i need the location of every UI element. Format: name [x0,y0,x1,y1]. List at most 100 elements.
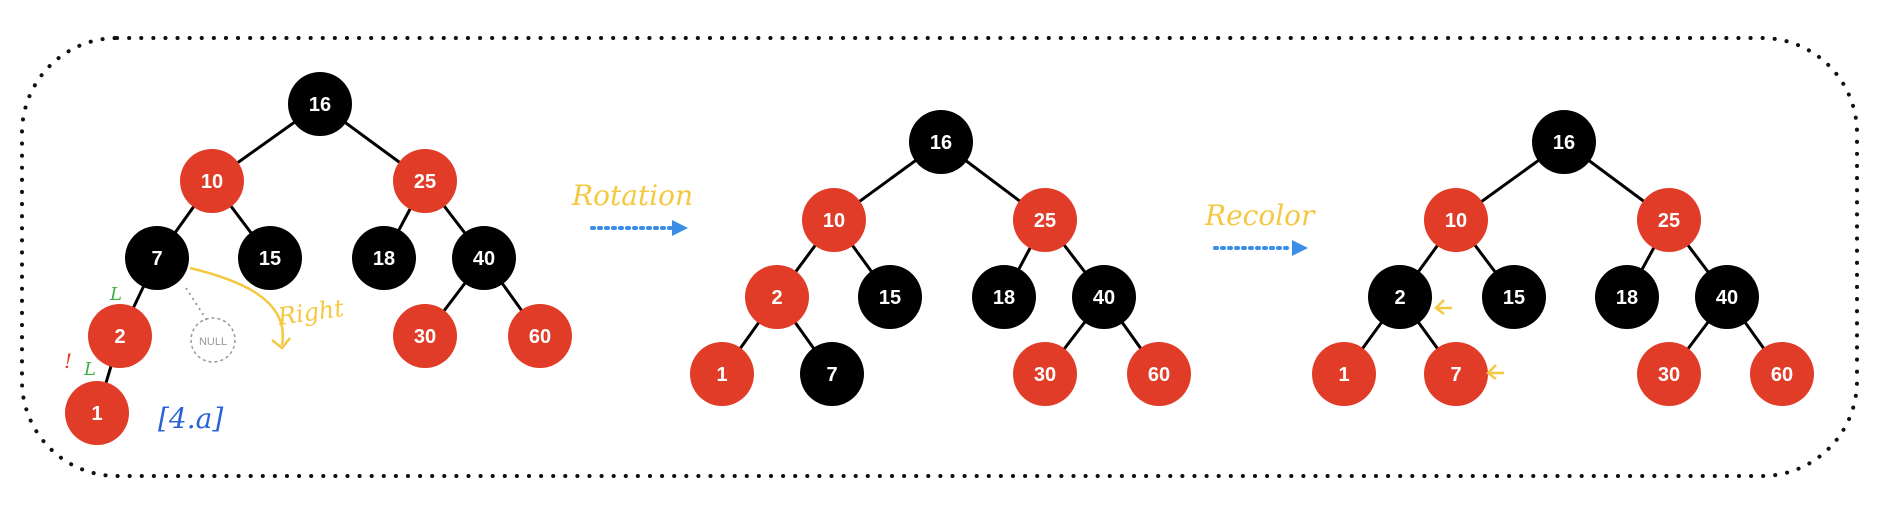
recolor-markers [1434,299,1504,380]
node-15-black: 15 [1482,265,1546,329]
node-label: 16 [930,132,952,154]
node-label: 10 [823,210,845,232]
node-40-black: 40 [1072,265,1136,329]
node-15-black: 15 [238,226,302,290]
recolor-marker-2-icon [1434,299,1452,315]
node-label: 60 [529,326,551,348]
node-circle [1127,342,1191,406]
node-18-black: 18 [1595,265,1659,329]
node-label: 2 [114,326,125,348]
node-10-red: 10 [180,149,244,213]
node-label: 15 [879,287,901,309]
rotation-label: Rotation [571,179,693,212]
node-circle [1695,265,1759,329]
node-circle [1424,188,1488,252]
node-2-red: 2 [745,265,809,329]
recolor-marker-7-icon [1486,364,1504,380]
node-circle [1368,265,1432,329]
node-circle [858,265,922,329]
node-2-red: 2 [88,304,152,368]
node-label: 30 [414,326,436,348]
node-label: 30 [1034,364,1056,386]
node-circle [1312,342,1376,406]
node-60-red: 60 [1127,342,1191,406]
left-mark-2: L [83,359,96,380]
node-circle [393,149,457,213]
node-label: 40 [473,248,495,270]
node-circle [1637,188,1701,252]
node-1-red: 1 [690,342,754,406]
node-label: 10 [201,171,223,193]
node-label: 60 [1771,364,1793,386]
node-label: 1 [716,364,727,386]
node-circle [238,226,302,290]
node-circle [1013,342,1077,406]
rotation-step: Rotation [571,179,693,236]
node-30-red: 30 [1637,342,1701,406]
node-label: 2 [771,287,782,309]
node-18-black: 18 [352,226,416,290]
node-15-black: 15 [858,265,922,329]
node-circle [745,265,809,329]
tree-after-rotation: 16 10 25 2 15 18 40 1 7 30 60 [690,110,1191,406]
node-label: 60 [1148,364,1170,386]
node-circle [352,226,416,290]
node-label: 7 [1450,364,1461,386]
node-1-red: 1 [65,381,129,445]
null-dotted-edge [185,287,209,323]
recolor-step: Recolor [1204,199,1316,256]
node-7-red: 7 [1424,342,1488,406]
node-7-black: 7 [125,226,189,290]
node-circle [1637,342,1701,406]
node-label: 15 [1503,287,1525,309]
node-label: 7 [151,248,162,270]
node-label: 40 [1093,287,1115,309]
node-30-red: 30 [1013,342,1077,406]
node-label: 10 [1445,210,1467,232]
node-circle [65,381,129,445]
node-label: 18 [993,287,1015,309]
node-label: 18 [1616,287,1638,309]
null-label: NULL [199,336,227,348]
node-30-red: 30 [393,304,457,368]
node-25-red: 25 [393,149,457,213]
recolor-label: Recolor [1204,199,1316,232]
node-label: 1 [91,403,102,425]
node-circle [288,72,352,136]
node-circle [180,149,244,213]
node-25-red: 25 [1637,188,1701,252]
node-circle [690,342,754,406]
node-circle [802,188,866,252]
right-label: Right [275,294,346,331]
node-label: 25 [414,171,436,193]
node-10-red: 10 [802,188,866,252]
node-10-red: 10 [1424,188,1488,252]
rotation-arrow-icon [672,220,688,236]
null-annotation: NULL [185,287,236,363]
node-circle [452,226,516,290]
node-7-black: 7 [800,342,864,406]
node-40-black: 40 [1695,265,1759,329]
left-mark-1: L [109,284,122,305]
node-1-red: 1 [1312,342,1376,406]
right-curve-arrow [189,266,285,346]
tree-after-recolor: 16 10 25 2 15 18 40 1 7 30 60 [1312,110,1814,406]
node-label: 30 [1658,364,1680,386]
warning-mark: ! [64,349,72,373]
node-label: 15 [259,248,281,270]
node-label: 25 [1034,210,1056,232]
node-label: 16 [1553,132,1575,154]
node-label: 25 [1658,210,1680,232]
node-25-red: 25 [1013,188,1077,252]
node-circle [1532,110,1596,174]
node-circle [800,342,864,406]
node-circle [393,304,457,368]
node-circle [1013,188,1077,252]
node-circle [1424,342,1488,406]
null-node [190,317,236,363]
node-60-red: 60 [508,304,572,368]
node-label: 2 [1394,287,1405,309]
